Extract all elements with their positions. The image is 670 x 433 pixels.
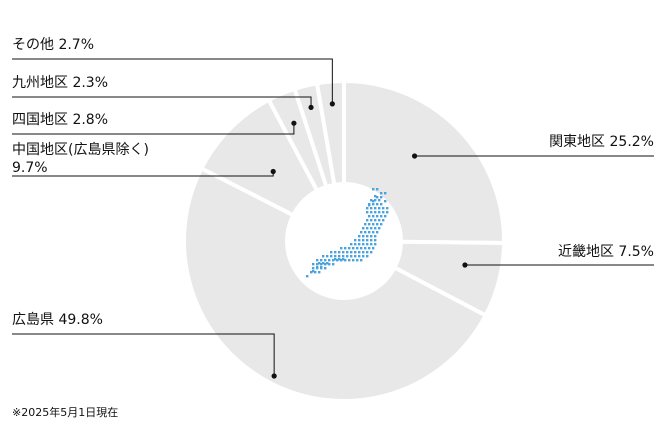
slice-label-3: 中国地区(広島県除く) xyxy=(12,142,149,158)
leader-dot-3 xyxy=(270,168,276,175)
slice-0 xyxy=(342,78,506,246)
slice-label-5: 九州地区 2.3% xyxy=(12,75,108,91)
slice-label-0: 関東地区 25.2% xyxy=(549,134,654,150)
slice-value-3: 9.7% xyxy=(12,160,48,176)
leader-line-5 xyxy=(12,96,312,108)
leader-dot-4 xyxy=(291,120,297,126)
leader-lines xyxy=(12,58,654,379)
slices xyxy=(182,78,507,403)
leader-dot-6 xyxy=(329,101,335,107)
footnote: ※2025年5月1日現在 xyxy=(12,405,118,419)
leader-dot-0 xyxy=(411,153,418,159)
slice-label-2: 広島県 49.8% xyxy=(12,312,103,328)
japan-map-icon xyxy=(306,188,389,278)
leader-line-4 xyxy=(12,123,295,135)
slice-2 xyxy=(182,165,489,403)
slice-label-6: その他 2.7% xyxy=(12,37,94,53)
leader-dot-2 xyxy=(271,373,277,379)
slice-label-4: 四国地区 2.8% xyxy=(12,112,108,128)
slice-label-1: 近畿地区 7.5% xyxy=(558,244,654,260)
leader-dot-5 xyxy=(308,104,314,111)
leader-dot-1 xyxy=(462,262,468,268)
slice-6 xyxy=(314,78,346,188)
slice-labels: 関東地区 25.2% 近畿地区 7.5% 広島県 49.8% 中国地区(広島県除く) 9… xyxy=(12,37,654,328)
leader-line-6 xyxy=(12,58,333,104)
leader-line-2 xyxy=(12,333,275,376)
